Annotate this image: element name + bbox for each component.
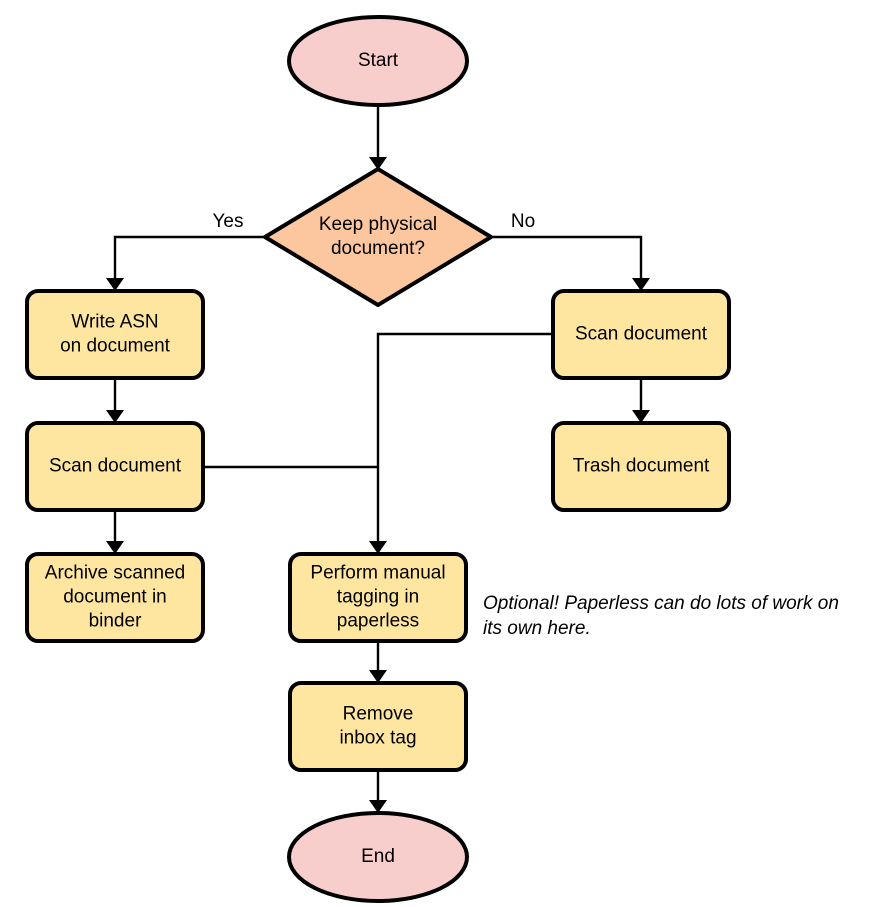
- edge-remove-inbox-tag-to-end: [369, 770, 387, 813]
- annotation-line: its own here.: [483, 618, 591, 639]
- edge-arrowhead: [106, 278, 124, 291]
- edge-arrowhead: [369, 541, 387, 554]
- node-label: document in: [63, 587, 167, 608]
- annotations-layer: Optional! Paperless can do lots of work …: [483, 593, 839, 639]
- edge-decision-to-scan-right: No: [491, 211, 650, 291]
- edge-arrowhead: [632, 278, 650, 291]
- edge-scan-right-to-tagging: [369, 332, 553, 554]
- node-label: Scan document: [575, 324, 708, 345]
- node-label: document?: [331, 238, 425, 259]
- node-label: End: [361, 846, 395, 867]
- node-label: paperless: [337, 611, 419, 632]
- node-label: binder: [89, 611, 142, 632]
- edge-write-asn-to-scan-left: [106, 378, 124, 423]
- node-archive-scanned-document-in-binder[interactable]: Archive scanned document in binder: [25, 552, 205, 643]
- node-label: Archive scanned: [45, 563, 185, 584]
- edge-label-decision-to-scan-right: No: [511, 211, 535, 232]
- edge-scan-left-to-archive: [106, 510, 124, 554]
- node-label: on document: [60, 336, 171, 357]
- edge-line: [376, 332, 553, 547]
- edge-arrowhead: [632, 410, 650, 423]
- node-scan-document-right[interactable]: Scan document: [551, 289, 731, 380]
- node-end[interactable]: End: [287, 811, 469, 903]
- node-label: Remove: [343, 704, 414, 725]
- node-shape-rect: [288, 552, 468, 643]
- edge-label-decision-to-write-asn: Yes: [213, 211, 244, 232]
- node-label: inbox tag: [339, 728, 416, 749]
- node-label: Write ASN: [71, 312, 158, 333]
- node-shape-rect: [25, 289, 205, 380]
- annotation-line: Optional! Paperless can do lots of work …: [483, 593, 839, 614]
- node-shape-rect: [25, 421, 205, 512]
- node-trash-document[interactable]: Trash document: [551, 421, 731, 512]
- node-write-asn-on-document[interactable]: Write ASN on document: [25, 289, 205, 380]
- node-remove-inbox-tag[interactable]: Remove inbox tag: [288, 681, 468, 772]
- edge-arrowhead: [106, 410, 124, 423]
- edge-arrowhead: [369, 157, 387, 170]
- edge-decision-to-write-asn: Yes: [106, 211, 265, 291]
- node-label: Trash document: [573, 456, 710, 477]
- node-scan-document-left[interactable]: Scan document: [25, 421, 205, 512]
- node-keep-physical-document[interactable]: Keep physical document?: [263, 167, 493, 307]
- node-label: Perform manual: [310, 563, 445, 584]
- node-shape-rect: [551, 421, 731, 512]
- node-shape-rect: [551, 289, 731, 380]
- edge-line: [491, 235, 643, 284]
- edge-arrowhead: [369, 800, 387, 813]
- edges-layer: Yes No: [106, 105, 650, 813]
- node-label: Start: [358, 50, 399, 71]
- node-shape-rect: [288, 681, 468, 772]
- node-shape-diamond: [263, 167, 493, 307]
- edge-tagging-to-remove-inbox-tag: [369, 641, 387, 683]
- edge-scan-right-to-trash: [632, 378, 650, 423]
- edge-start-to-decision: [369, 105, 387, 170]
- edge-arrowhead: [369, 670, 387, 683]
- node-label: Keep physical: [319, 214, 437, 235]
- node-label: tagging in: [337, 587, 419, 608]
- node-shape-rect: [25, 552, 205, 643]
- node-shape-ellipse: [287, 15, 469, 107]
- node-start[interactable]: Start: [287, 15, 469, 107]
- edge-arrowhead: [106, 541, 124, 554]
- edge-line: [113, 235, 265, 284]
- node-perform-manual-tagging-in-paperless[interactable]: Perform manual tagging in paperless: [288, 552, 468, 643]
- node-label: Scan document: [49, 456, 182, 477]
- annotation-optional-note: Optional! Paperless can do lots of work …: [483, 593, 839, 639]
- node-shape-ellipse: [287, 811, 469, 903]
